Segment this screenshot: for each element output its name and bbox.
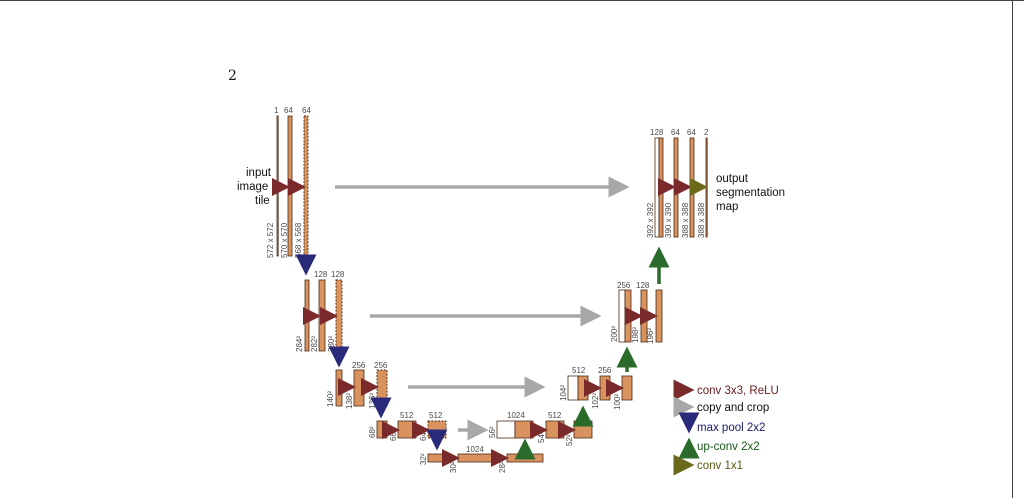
legend-conv-label: conv 3x3, ReLU <box>697 385 779 397</box>
size-label: 282² <box>310 336 319 352</box>
feature-map-output-2 <box>705 137 708 238</box>
size-label: 56² <box>488 426 497 438</box>
feature-map-1 <box>276 115 279 257</box>
size-label: 52² <box>565 434 574 446</box>
page-edge-right <box>1012 0 1013 498</box>
feature-map-64e <box>689 137 695 238</box>
feature-map-128c <box>335 369 343 407</box>
channel-label: 2 <box>704 128 709 137</box>
legend: conv 3x3, ReLU copy and crop max pool 2x… <box>673 379 779 476</box>
channel-label: 128 <box>314 270 328 279</box>
size-label: 138² <box>345 393 354 409</box>
feature-map-512c <box>427 453 447 463</box>
page-edge-top <box>0 0 1024 1</box>
channel-label: 128 <box>650 128 664 137</box>
legend-copy-label: copy and crop <box>697 402 769 414</box>
size-label: 30² <box>449 461 458 473</box>
channel-label: 512 <box>572 366 586 375</box>
feature-map-128b-cropped <box>335 279 343 352</box>
input-label: tile <box>255 195 270 207</box>
output-label: output <box>716 173 749 185</box>
channel-label: 512 <box>429 411 443 420</box>
channel-label: 256 <box>598 366 612 375</box>
size-label: 68² <box>368 426 377 438</box>
legend-pool-label: max pool 2x2 <box>697 422 765 434</box>
feature-map-copied-64 <box>654 137 660 238</box>
feature-map-1024a <box>457 453 495 463</box>
channel-label: 256 <box>617 281 631 290</box>
size-label: 28² <box>498 461 507 473</box>
feature-map-512e <box>573 420 593 439</box>
channel-label: 64 <box>302 106 311 115</box>
channel-label: 256 <box>374 361 388 370</box>
feature-map-upconv-512 <box>514 420 534 439</box>
channel-label: 512 <box>400 411 414 420</box>
page-number: 2 <box>228 68 237 84</box>
size-label: 570 x 570 <box>280 222 289 258</box>
feature-map-64d <box>673 137 679 238</box>
channel-label: 512 <box>548 411 562 420</box>
feature-map-512b-cropped <box>427 420 447 439</box>
size-label: 280² <box>327 336 336 352</box>
channel-label: 64 <box>687 128 696 137</box>
size-label: 140² <box>326 391 335 407</box>
legend-conv1x1-label: conv 1x1 <box>697 460 743 472</box>
size-label: 32² <box>419 453 428 465</box>
size-label: 200² <box>610 326 619 342</box>
feature-map-upconv-64 <box>658 137 664 238</box>
feature-map-512a <box>397 420 417 439</box>
size-label: 568 x 568 <box>294 222 303 258</box>
size-label: 284² <box>295 336 304 352</box>
channel-label: 64 <box>671 128 680 137</box>
feature-map-1024b <box>506 453 544 463</box>
input-label: image <box>237 181 268 193</box>
size-label: 104² <box>559 385 568 401</box>
feature-map-128e <box>655 289 663 343</box>
size-label: 572 x 572 <box>266 222 275 258</box>
size-label: 390 x 390 <box>664 202 673 238</box>
feature-map-256b-cropped <box>376 369 388 407</box>
channel-label: 64 <box>284 106 293 115</box>
feature-map-128a <box>318 279 326 352</box>
size-label: 136² <box>368 393 377 409</box>
output-label: segmentation <box>716 187 785 199</box>
feature-map-upconv-256 <box>577 375 589 401</box>
feature-map-256d <box>599 375 611 401</box>
size-label: 388 x 388 <box>681 202 690 238</box>
feature-map-64b-cropped <box>303 115 309 257</box>
feature-map-512d <box>545 420 565 439</box>
size-label: 102² <box>591 393 600 409</box>
channel-label: 128 <box>636 281 650 290</box>
channel-label: 1024 <box>507 411 525 420</box>
channel-label: 128 <box>331 270 345 279</box>
size-label: 100² <box>613 394 622 410</box>
channel-label: 1024 <box>466 445 484 454</box>
size-label: 392 x 392 <box>646 202 655 238</box>
feature-map-copied-512 <box>496 420 516 439</box>
feature-map-256e <box>621 375 633 401</box>
size-label: 196² <box>646 328 655 344</box>
feature-map-copied-256 <box>567 375 579 401</box>
input-label: input <box>246 167 272 179</box>
legend-upconv-label: up-conv 2x2 <box>697 441 760 453</box>
size-label: 54² <box>537 431 546 443</box>
feature-map-256a <box>353 369 365 407</box>
channel-label: 256 <box>352 361 366 370</box>
output-label: map <box>716 201 738 213</box>
size-label: 388 x 388 <box>697 202 706 238</box>
size-label: 198² <box>631 327 640 343</box>
feature-map-256c <box>376 420 388 439</box>
channel-label: 1 <box>274 106 279 115</box>
feature-map-copied-128 <box>618 289 626 343</box>
feature-map-64c <box>304 279 310 352</box>
